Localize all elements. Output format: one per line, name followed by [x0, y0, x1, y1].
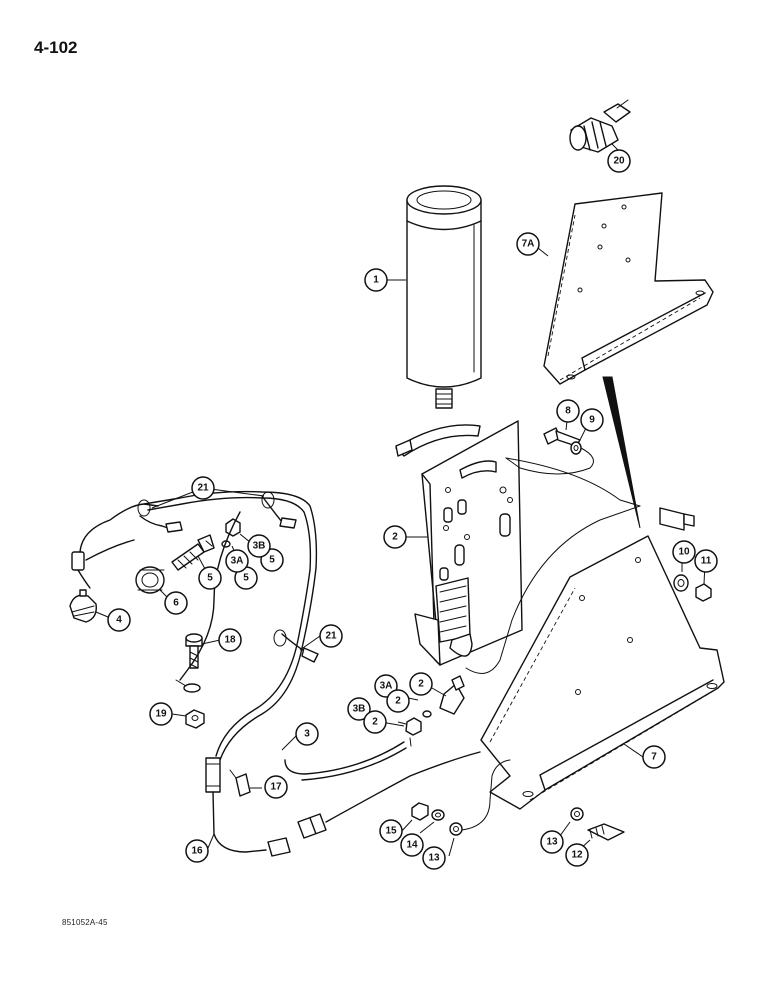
svg-text:20: 20: [613, 156, 625, 167]
svg-text:19: 19: [155, 709, 167, 720]
callout-10: 10: [672, 540, 696, 564]
svg-text:3B: 3B: [353, 704, 366, 715]
bracket-alignment-wedge: [602, 376, 641, 529]
svg-text:7A: 7A: [522, 239, 535, 250]
svg-text:4: 4: [116, 615, 122, 626]
svg-text:6: 6: [173, 598, 179, 609]
part-7-bracket-drawing: [480, 535, 725, 810]
parts-18-19-drawing: [175, 633, 205, 729]
svg-text:21: 21: [197, 483, 209, 494]
svg-text:7: 7: [651, 752, 657, 763]
callout-4: 4: [107, 608, 131, 632]
wiring-harness-drawing: [71, 457, 695, 857]
callout-6: 6: [164, 591, 188, 615]
callout-21-middle: 21: [319, 624, 343, 648]
svg-text:3: 3: [304, 729, 310, 740]
callout-11: 11: [694, 549, 718, 573]
callout-13-right: 13: [540, 830, 564, 854]
svg-text:5: 5: [269, 555, 275, 566]
callout-7: 7: [642, 745, 666, 769]
svg-text:10: 10: [678, 547, 690, 558]
callout-15: 15: [379, 819, 403, 843]
callout-3b-upper: 3B: [247, 534, 271, 558]
callout-2: 2: [383, 525, 407, 549]
svg-text:11: 11: [701, 556, 712, 567]
part-3-fittings-drawing: [284, 505, 641, 781]
svg-text:12: 12: [571, 850, 583, 861]
svg-text:21: 21: [325, 631, 337, 642]
svg-text:3A: 3A: [231, 556, 244, 567]
svg-text:3A: 3A: [380, 681, 393, 692]
callout-7a: 7A: [516, 232, 540, 256]
svg-text:17: 17: [270, 782, 282, 793]
svg-text:1: 1: [373, 275, 379, 286]
callout-2-lower-c: 2: [363, 710, 387, 734]
svg-text:2: 2: [418, 679, 424, 690]
callout-19: 19: [149, 702, 173, 726]
callout-17: 17: [264, 775, 288, 799]
part-1-canister-drawing: [406, 185, 482, 409]
svg-text:16: 16: [191, 846, 203, 857]
svg-text:2: 2: [395, 696, 401, 707]
callout-2-lower-b: 2: [409, 672, 433, 696]
svg-text:15: 15: [385, 826, 397, 837]
svg-text:18: 18: [224, 635, 236, 646]
callout-20: 20: [607, 149, 631, 173]
callout-3a-upper: 3A: [225, 549, 249, 573]
part-2-mounting-plate-drawing: [395, 420, 523, 666]
callout-12: 12: [565, 843, 589, 867]
svg-text:9: 9: [589, 415, 595, 426]
parts-4-5-6-drawing: [69, 518, 241, 623]
callout-8: 8: [556, 399, 580, 423]
svg-text:3B: 3B: [253, 541, 266, 552]
svg-text:5: 5: [243, 573, 249, 584]
svg-text:2: 2: [372, 717, 378, 728]
svg-text:13: 13: [428, 853, 440, 864]
svg-text:5: 5: [207, 573, 213, 584]
callout-21-top: 21: [191, 476, 215, 500]
callout-5-a: 5: [198, 566, 222, 590]
hardware-drawings: [411, 427, 712, 841]
callout-9: 9: [580, 408, 604, 432]
part-7a-bracket-drawing: [543, 192, 714, 385]
callout-13-left: 13: [422, 846, 446, 870]
svg-text:8: 8: [565, 406, 571, 417]
callout-14: 14: [400, 833, 424, 857]
svg-text:13: 13: [546, 837, 558, 848]
callout-16: 16: [185, 839, 209, 863]
callout-3b-lower: 3B: [347, 697, 371, 721]
callout-3: 3: [295, 722, 319, 746]
callout-18: 18: [218, 628, 242, 652]
callout-2-lower-a: 2: [386, 689, 410, 713]
part-20-switch-drawing: [569, 99, 631, 153]
svg-text:2: 2: [392, 532, 398, 543]
svg-text:14: 14: [406, 840, 418, 851]
callout-1: 1: [364, 268, 388, 292]
page-number: 4-102: [34, 38, 78, 57]
drawing-reference-code: 851052A-45: [62, 918, 108, 927]
